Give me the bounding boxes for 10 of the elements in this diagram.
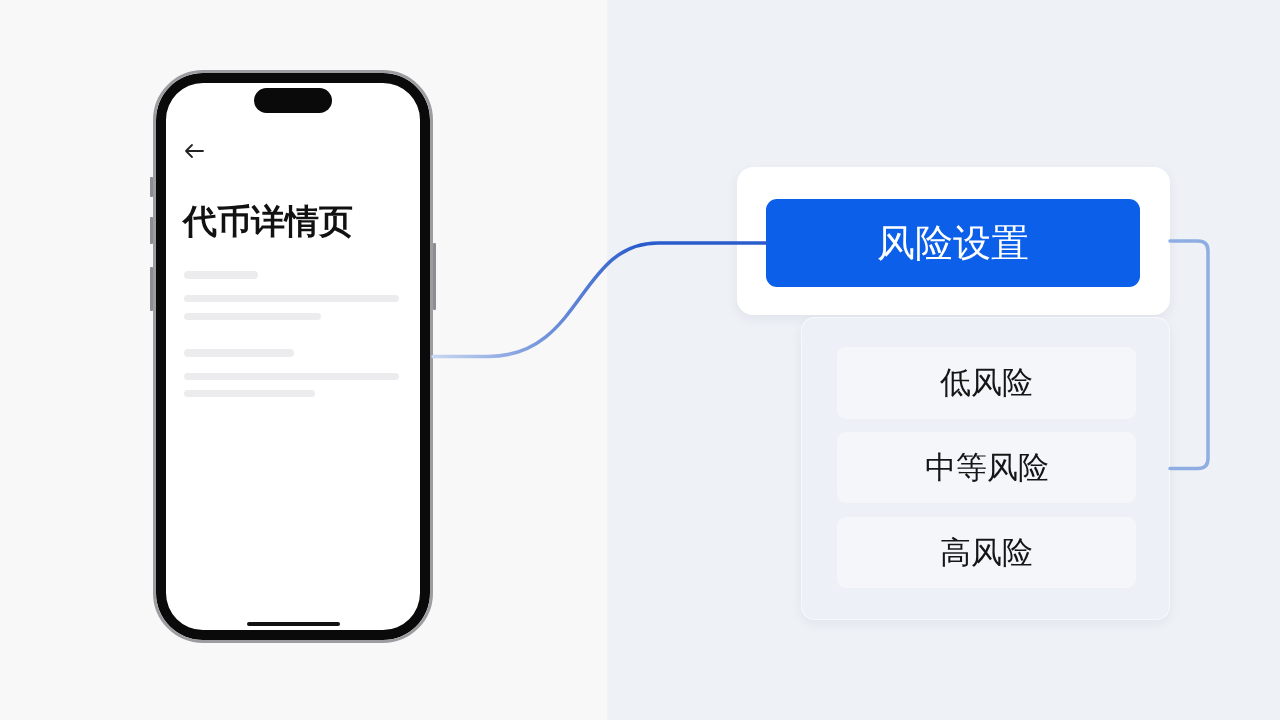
dropdown-panel (801, 317, 1170, 620)
connector-line (431, 241, 768, 359)
phone (153, 70, 433, 643)
card (737, 167, 1170, 315)
page-title: 代币详情页 (183, 201, 353, 241)
menu-option: 高风险 (837, 517, 1136, 588)
menu-option: 低风险 (837, 347, 1136, 419)
menu-option: 中等风险 (837, 432, 1136, 503)
primary-button: 风险设置 (766, 199, 1140, 287)
connector-line (1168, 239, 1210, 471)
